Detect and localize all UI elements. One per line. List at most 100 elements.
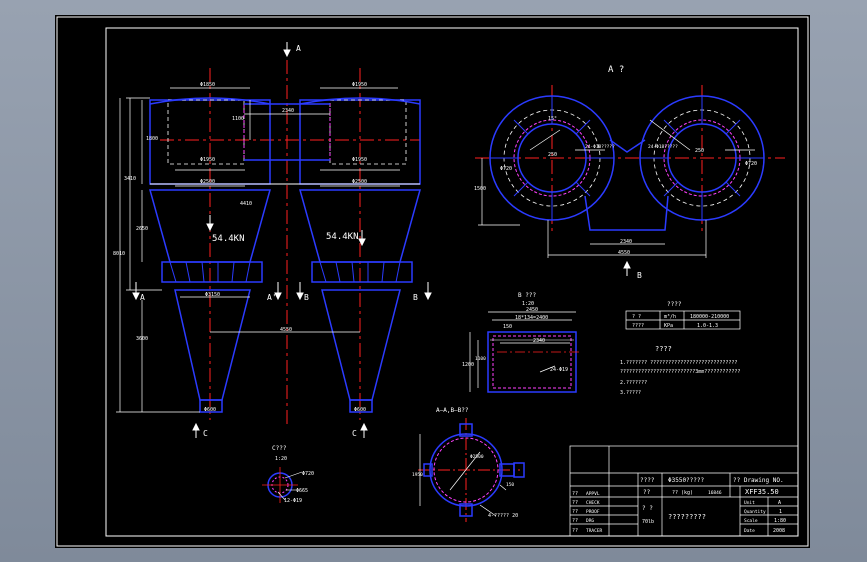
param-r2c1: ???? — [632, 323, 644, 329]
dim-d1850-right: Φ1950 — [352, 82, 367, 88]
tb-row-en-4: TRACER — [586, 528, 603, 534]
drawing-sheet[interactable]: A A A' B B C C Φ1850 Φ1950 Φ1950 Φ1950 Φ… — [55, 15, 810, 548]
front-view — [116, 42, 432, 438]
view-b-title: B ??? — [518, 292, 536, 299]
bv-dim-1200: 1200 — [462, 362, 474, 368]
bv-dim-2340: 2340 — [533, 338, 545, 344]
param-r1c3: 180000-210000 — [690, 314, 729, 320]
label-a-right: A' — [267, 293, 277, 302]
dim-2340: 2340 — [282, 108, 294, 114]
load-right: 54.4KN — [326, 232, 359, 242]
tb-prop-v-2: 1:80 — [774, 518, 786, 524]
av-dim-250-left: 250 — [548, 152, 557, 158]
tb-row-en-2: PROOF — [586, 509, 600, 515]
dim-4410: 4410 — [240, 201, 252, 207]
tb-row-cn-0: ?? — [572, 491, 578, 497]
dim-d600-right: Φ600 — [354, 407, 366, 413]
tb-row-en-3: DRG — [586, 518, 594, 524]
tb-blank-top: ???? — [640, 477, 655, 484]
param-r2c3: 1.0-1.3 — [697, 323, 718, 329]
cs-dim-d2500: Φ2500 — [470, 454, 484, 460]
title-block — [569, 445, 799, 537]
dim-d600-left: Φ600 — [204, 407, 216, 413]
bv-dim-150: 150 — [503, 324, 512, 330]
param-r1c1: ? ? — [632, 314, 641, 320]
tb-drawing-label: ?? Drawing NO. — [733, 477, 784, 484]
label-a-left: A — [140, 293, 145, 302]
inner-frame — [105, 27, 799, 537]
av-dim-4550: 4550 — [618, 250, 630, 256]
tb-prop-k-2: Scale — [744, 518, 758, 524]
param-table-title: ???? — [667, 301, 682, 308]
bv-dim-holes: 24-Φ19 — [550, 367, 568, 373]
dim-1500: 1500 — [474, 186, 486, 192]
c-dim-d720: Φ720 — [302, 471, 314, 477]
tb-row-en-1: CHECK — [586, 500, 600, 506]
tb-weight-value: 16846 — [708, 490, 722, 496]
tb-row-cn-1: ?? — [572, 500, 578, 506]
dim-d2500-left: Φ2500 — [200, 179, 215, 185]
dim-d1950-right: Φ1950 — [352, 157, 367, 163]
av-dim-250-right: 250 — [695, 148, 704, 154]
cs-dim-1950: 1950 — [412, 472, 423, 478]
dim-d1850-left: Φ1850 — [200, 82, 215, 88]
tb-title-text: ????????? — [668, 513, 706, 521]
dim-3410: 3410 — [124, 176, 136, 182]
bv-dim-1100: 1100 — [475, 356, 486, 362]
cs-bolt: 4-????? 20 — [488, 513, 518, 519]
av-dim-2340: 2340 — [620, 239, 632, 245]
load-left: 54.4KN — [212, 234, 245, 244]
notes-line3: 2.??????? — [620, 380, 647, 386]
dim-8010: 8010 — [113, 251, 125, 257]
dim-1800: 1800 — [146, 136, 158, 142]
tb-prop-v-3: 2008 — [773, 528, 785, 534]
tb-prop-k-0: Unit — [744, 500, 755, 506]
view-ab-title: A—A,B—B?? — [436, 407, 469, 414]
cross-section-aa-bb — [418, 418, 525, 522]
view-c-title: C??? — [272, 445, 287, 452]
label-c-right: C — [352, 429, 357, 438]
view-a-title: A ? — [608, 65, 624, 75]
tb-prop-k-3: Date — [744, 528, 755, 534]
tb-prop-v-1: 1 — [779, 509, 782, 515]
cs-dim-150: 150 — [506, 482, 514, 488]
tb-row-cn-2: ?? — [572, 509, 578, 515]
view-b-detail — [469, 311, 580, 393]
dim-4550: 4550 — [280, 327, 292, 333]
view-a-plan — [475, 85, 785, 276]
label-b-bottom: B — [637, 271, 642, 280]
tb-weight-label: ?? (kg) — [672, 490, 693, 496]
label-c-left: C — [203, 429, 208, 438]
notes-line4: 3.????? — [620, 390, 641, 396]
av-dim-d720-left: Φ720 — [500, 166, 512, 172]
tb-company-sub: 70lb — [642, 519, 654, 525]
av-bolt-right: 24-Φ18????? — [648, 144, 678, 150]
dim-d1950-left: Φ1950 — [200, 157, 215, 163]
label-a-top: A — [296, 44, 301, 53]
view-c-scale: 1:20 — [275, 456, 287, 462]
tb-props: Unit A Quantity 1 Scale 1:80 Date 2008 — [744, 500, 786, 534]
param-table — [625, 310, 741, 330]
av-bolt-left: 24-Φ18????? — [585, 144, 615, 150]
tb-row-en-0: APPVL — [586, 491, 600, 497]
tb-part-no: Φ3550????? — [668, 477, 705, 484]
dim-d2500-right: Φ2500 — [352, 179, 367, 185]
c-dim-hole: 12-Φ19 — [284, 498, 302, 504]
tb-prop-k-1: Quantity — [744, 509, 766, 515]
outer-frame — [56, 16, 809, 547]
tb-row-cn-4: ?? — [572, 528, 578, 534]
tb-q1: ?? — [643, 489, 651, 496]
notes-line1: 1.??????? ????????????????????????????? — [620, 360, 737, 366]
tb-prop-v-0: A — [778, 500, 781, 506]
tb-row-cn-3: ?? — [572, 518, 578, 524]
notes-line2: ?????????????????????????3mm???????????? — [620, 369, 740, 375]
view-c-detail — [262, 467, 303, 503]
dim-d3150: Φ3150 — [205, 292, 220, 298]
c-dim-d665: Φ665 — [296, 488, 308, 494]
drawing-canvas[interactable]: A A A' B B C C Φ1850 Φ1950 Φ1950 Φ1950 Φ… — [55, 15, 810, 548]
av-dim-15deg: 15° — [548, 116, 557, 122]
param-r2c2: KPa — [664, 323, 673, 329]
bv-dim-2450: 2450 — [526, 307, 538, 313]
tb-company-short: ? ? — [642, 505, 653, 512]
